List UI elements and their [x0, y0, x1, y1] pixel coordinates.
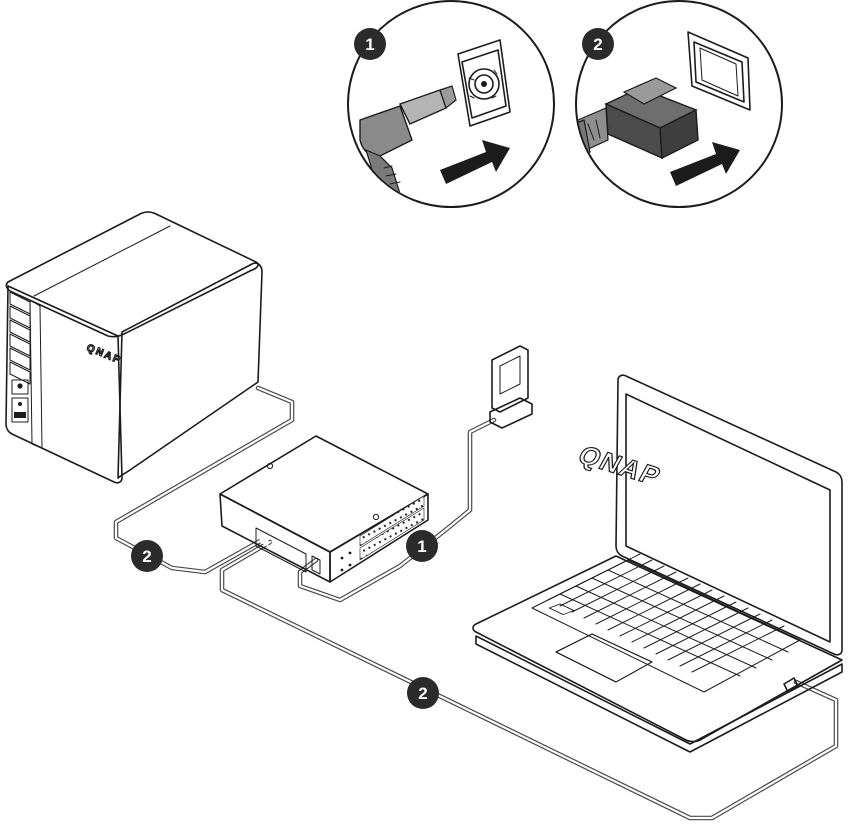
- svg-text:2: 2: [142, 547, 151, 566]
- insert-arrow-icon: [440, 140, 510, 184]
- laptop-touchpad: [555, 633, 653, 683]
- detail-network-connection: 2: [575, 0, 783, 208]
- power-cable: [297, 417, 497, 603]
- step-badge-power-detail: 1: [354, 28, 386, 60]
- nas-device: QNAP: [5, 211, 263, 484]
- nas-logo: QNAP: [85, 343, 123, 367]
- nas-power-button-icon: [17, 383, 23, 389]
- network-switch: [219, 435, 429, 583]
- nas-drive-bays: [9, 291, 31, 385]
- laptop: QNAP: [472, 374, 843, 753]
- svg-text:2: 2: [593, 35, 602, 54]
- switch-ethernet-ports: [255, 527, 307, 573]
- ethernet-port-icon: [687, 31, 751, 111]
- switch-to-laptop-cable: [219, 539, 839, 821]
- step-badge-network-laptop: 2: [407, 677, 439, 709]
- power-plug-icon: [359, 85, 457, 206]
- svg-text:1: 1: [365, 35, 374, 54]
- power-jack-icon: [457, 39, 511, 127]
- nas-to-switch-cable: [113, 385, 295, 575]
- step-badge-power: 1: [406, 530, 438, 562]
- step-badge-network-nas: 2: [131, 540, 163, 572]
- svg-text:2: 2: [418, 684, 427, 703]
- svg-text:1: 1: [417, 537, 426, 556]
- step-badge-network-detail: 2: [582, 28, 614, 60]
- insert-arrow-icon-2: [670, 142, 740, 186]
- rj45-plug-icon: [577, 77, 699, 165]
- detail-power-connection: 1: [347, 0, 555, 208]
- wall-outlet: [489, 345, 533, 429]
- laptop-logo: QNAP: [573, 440, 667, 491]
